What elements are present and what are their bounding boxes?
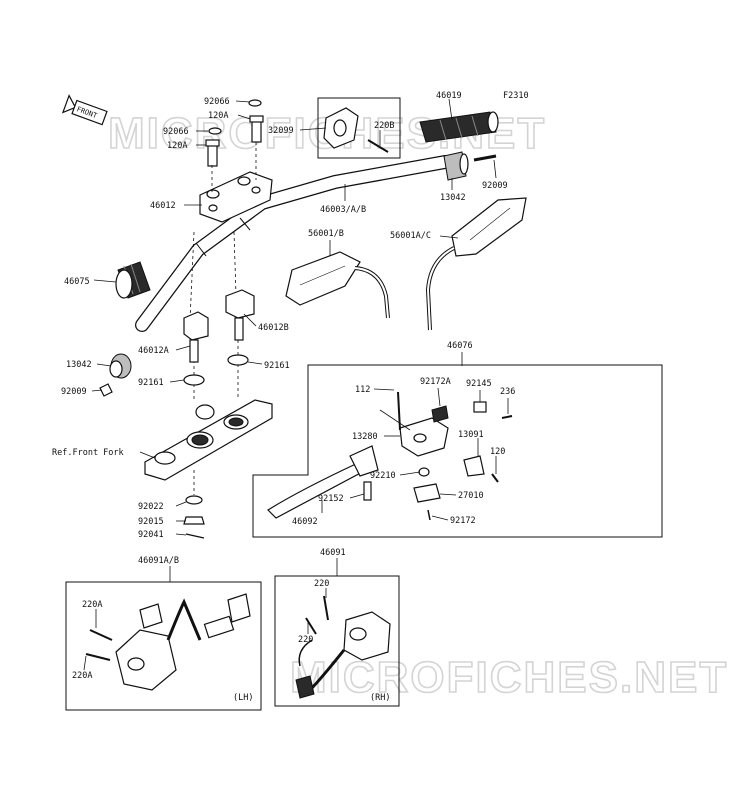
label-32099: 32099 <box>268 126 294 136</box>
lh-switch-box <box>65 581 262 711</box>
label-56001-ac: 56001A/C <box>390 231 431 241</box>
label-92152: 92152 <box>318 494 344 504</box>
label-46075: 46075 <box>64 277 90 287</box>
diagram-code: F2310 <box>503 91 529 101</box>
throttle-box <box>317 97 401 159</box>
upper-fork-bracket <box>144 399 273 481</box>
rh-label: (RH) <box>370 693 390 703</box>
lh-switch-assembly <box>85 593 251 691</box>
lower-holder-a <box>183 311 209 363</box>
label-46076: 46076 <box>447 341 473 351</box>
label-220a-top: 220A <box>82 600 102 610</box>
lever-small-parts <box>363 401 513 521</box>
right-grip <box>419 111 499 143</box>
label-92145: 92145 <box>466 379 492 389</box>
part-labels: 92066 120A 92066 120A 32099 220B 46019 4… <box>52 91 515 681</box>
lever-assembly-box <box>252 364 663 538</box>
leader-lines <box>83 98 509 671</box>
label-92172a: 92172A <box>420 377 451 387</box>
label-120a-top: 120A <box>208 111 228 121</box>
nut-92015 <box>183 516 205 525</box>
bar-end-weight-right <box>443 151 469 181</box>
label-46012a: 46012A <box>138 346 169 356</box>
label-92161-left: 92161 <box>138 378 164 388</box>
label-13042-right: 13042 <box>440 193 466 203</box>
throttle-case <box>323 107 389 153</box>
label-46003: 46003/A/B <box>320 205 366 215</box>
alignment-lines <box>189 142 257 495</box>
label-92009-right: 92009 <box>482 181 508 191</box>
label-120: 120 <box>490 447 505 457</box>
clutch-lever <box>267 445 379 519</box>
label-13280: 13280 <box>352 432 378 442</box>
label-13042-left: 13042 <box>66 360 92 370</box>
label-46019: 46019 <box>436 91 462 101</box>
label-220b: 220B <box>374 121 394 131</box>
label-236: 236 <box>500 387 515 397</box>
label-92066-top: 92066 <box>204 97 230 107</box>
label-92172: 92172 <box>450 516 476 526</box>
label-92009-left: 92009 <box>61 387 87 397</box>
label-92066-mid: 92066 <box>163 127 189 137</box>
label-46092: 46092 <box>292 517 318 527</box>
lower-holder-b <box>225 289 255 341</box>
label-120a-mid: 120A <box>167 141 187 151</box>
label-220-top: 220 <box>314 579 329 589</box>
bar-end-weight-left <box>109 353 132 379</box>
left-grip <box>115 261 151 299</box>
ref-front-fork-label: Ref.Front Fork <box>52 448 124 458</box>
lh-label: (LH) <box>233 693 253 703</box>
label-112: 112 <box>355 385 370 395</box>
label-56001-b: 56001/B <box>308 229 344 239</box>
upper-bolts <box>205 99 264 167</box>
label-92015: 92015 <box>138 517 164 527</box>
label-46012b: 46012B <box>258 323 289 333</box>
washer-92161-right <box>227 354 249 366</box>
label-92041: 92041 <box>138 530 164 540</box>
label-13091: 13091 <box>458 430 484 440</box>
rh-switch-assembly <box>295 595 391 699</box>
label-46012: 46012 <box>150 201 176 211</box>
label-92161-right: 92161 <box>264 361 290 371</box>
label-220-mid: 220 <box>298 635 313 645</box>
front-arrow-icon: FRONT <box>61 94 108 126</box>
mirror-right <box>425 197 527 331</box>
label-46091ab: 46091A/B <box>138 556 179 566</box>
upper-holder <box>199 171 273 223</box>
label-92022: 92022 <box>138 502 164 512</box>
label-27010: 27010 <box>458 491 484 501</box>
mirror-left <box>285 251 390 319</box>
label-46091: 46091 <box>320 548 346 558</box>
screw-92009-left <box>99 383 113 397</box>
pin-92041 <box>185 533 205 539</box>
washer-92022 <box>185 495 203 505</box>
label-220a-bottom: 220A <box>72 671 92 681</box>
label-92210: 92210 <box>370 471 396 481</box>
lever-holder <box>397 391 449 457</box>
washer-92161-left <box>183 374 205 386</box>
screw-92009-right <box>473 154 497 162</box>
watermark-bottom: MICROFICHES.NET <box>290 653 728 702</box>
